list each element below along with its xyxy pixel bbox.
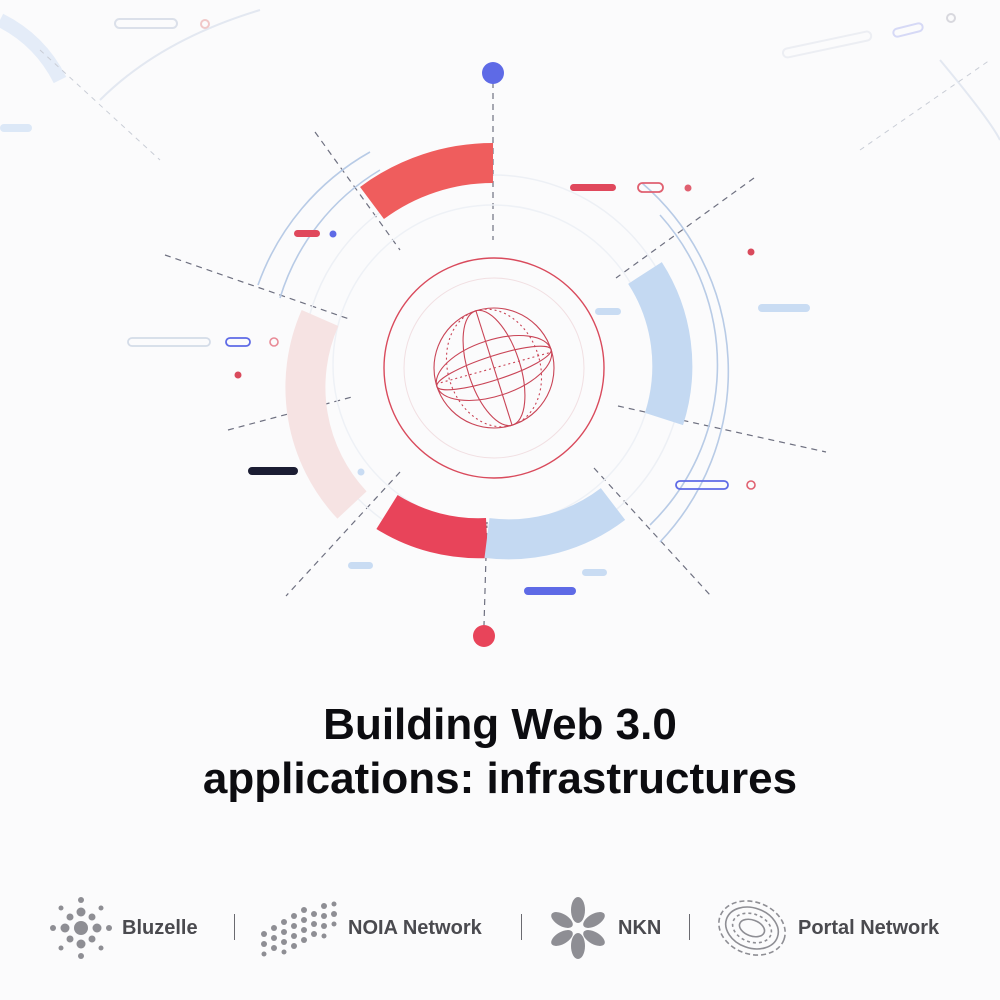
logo-portal-network: Portal Network (714, 888, 939, 968)
outer-thin-arcs (257, 151, 730, 543)
logo-label-noia-network: NOIA Network (348, 916, 482, 939)
logo-nkn: NKN (546, 888, 661, 968)
decorative-pills (127, 182, 810, 595)
logo-label-bluzelle: Bluzelle (122, 916, 198, 939)
partner-logos: Bluzelle NOIA Network (0, 888, 1000, 968)
logo-label-portal-network: Portal Network (798, 916, 940, 939)
logo-divider (689, 914, 690, 940)
top-indigo-dot (482, 62, 504, 84)
background-arcs (0, 9, 1000, 141)
segment-left-pink (285, 309, 367, 519)
portal-network-logo-icon (718, 900, 786, 956)
logo-divider (521, 914, 522, 940)
logo-label-nkn: NKN (618, 916, 662, 939)
logo-divider (234, 914, 235, 940)
page-title: Building Web 3.0 applications: infrastru… (0, 698, 1000, 806)
logo-noia-network: NOIA Network (258, 888, 482, 968)
nkn-logo-icon (551, 897, 605, 959)
title-line-1: Building Web 3.0 (323, 700, 677, 749)
noia-network-logo-icon (261, 901, 337, 957)
segment-bottom-blue (484, 487, 626, 560)
background-pills (0, 13, 956, 132)
bottom-red-dot (473, 625, 495, 647)
globe-icon (433, 307, 555, 429)
thick-ring-segments (285, 142, 693, 560)
segment-right-blue (627, 262, 693, 426)
network-illustration (0, 9, 1000, 647)
title-line-2: applications: infrastructures (202, 754, 798, 803)
logo-bluzelle: Bluzelle (48, 888, 198, 968)
center-circles (383, 257, 605, 479)
bluzelle-logo-icon (50, 897, 112, 959)
background-dashes (39, 49, 991, 161)
segment-top-coral (360, 142, 494, 220)
segment-bottom-red (376, 494, 489, 559)
